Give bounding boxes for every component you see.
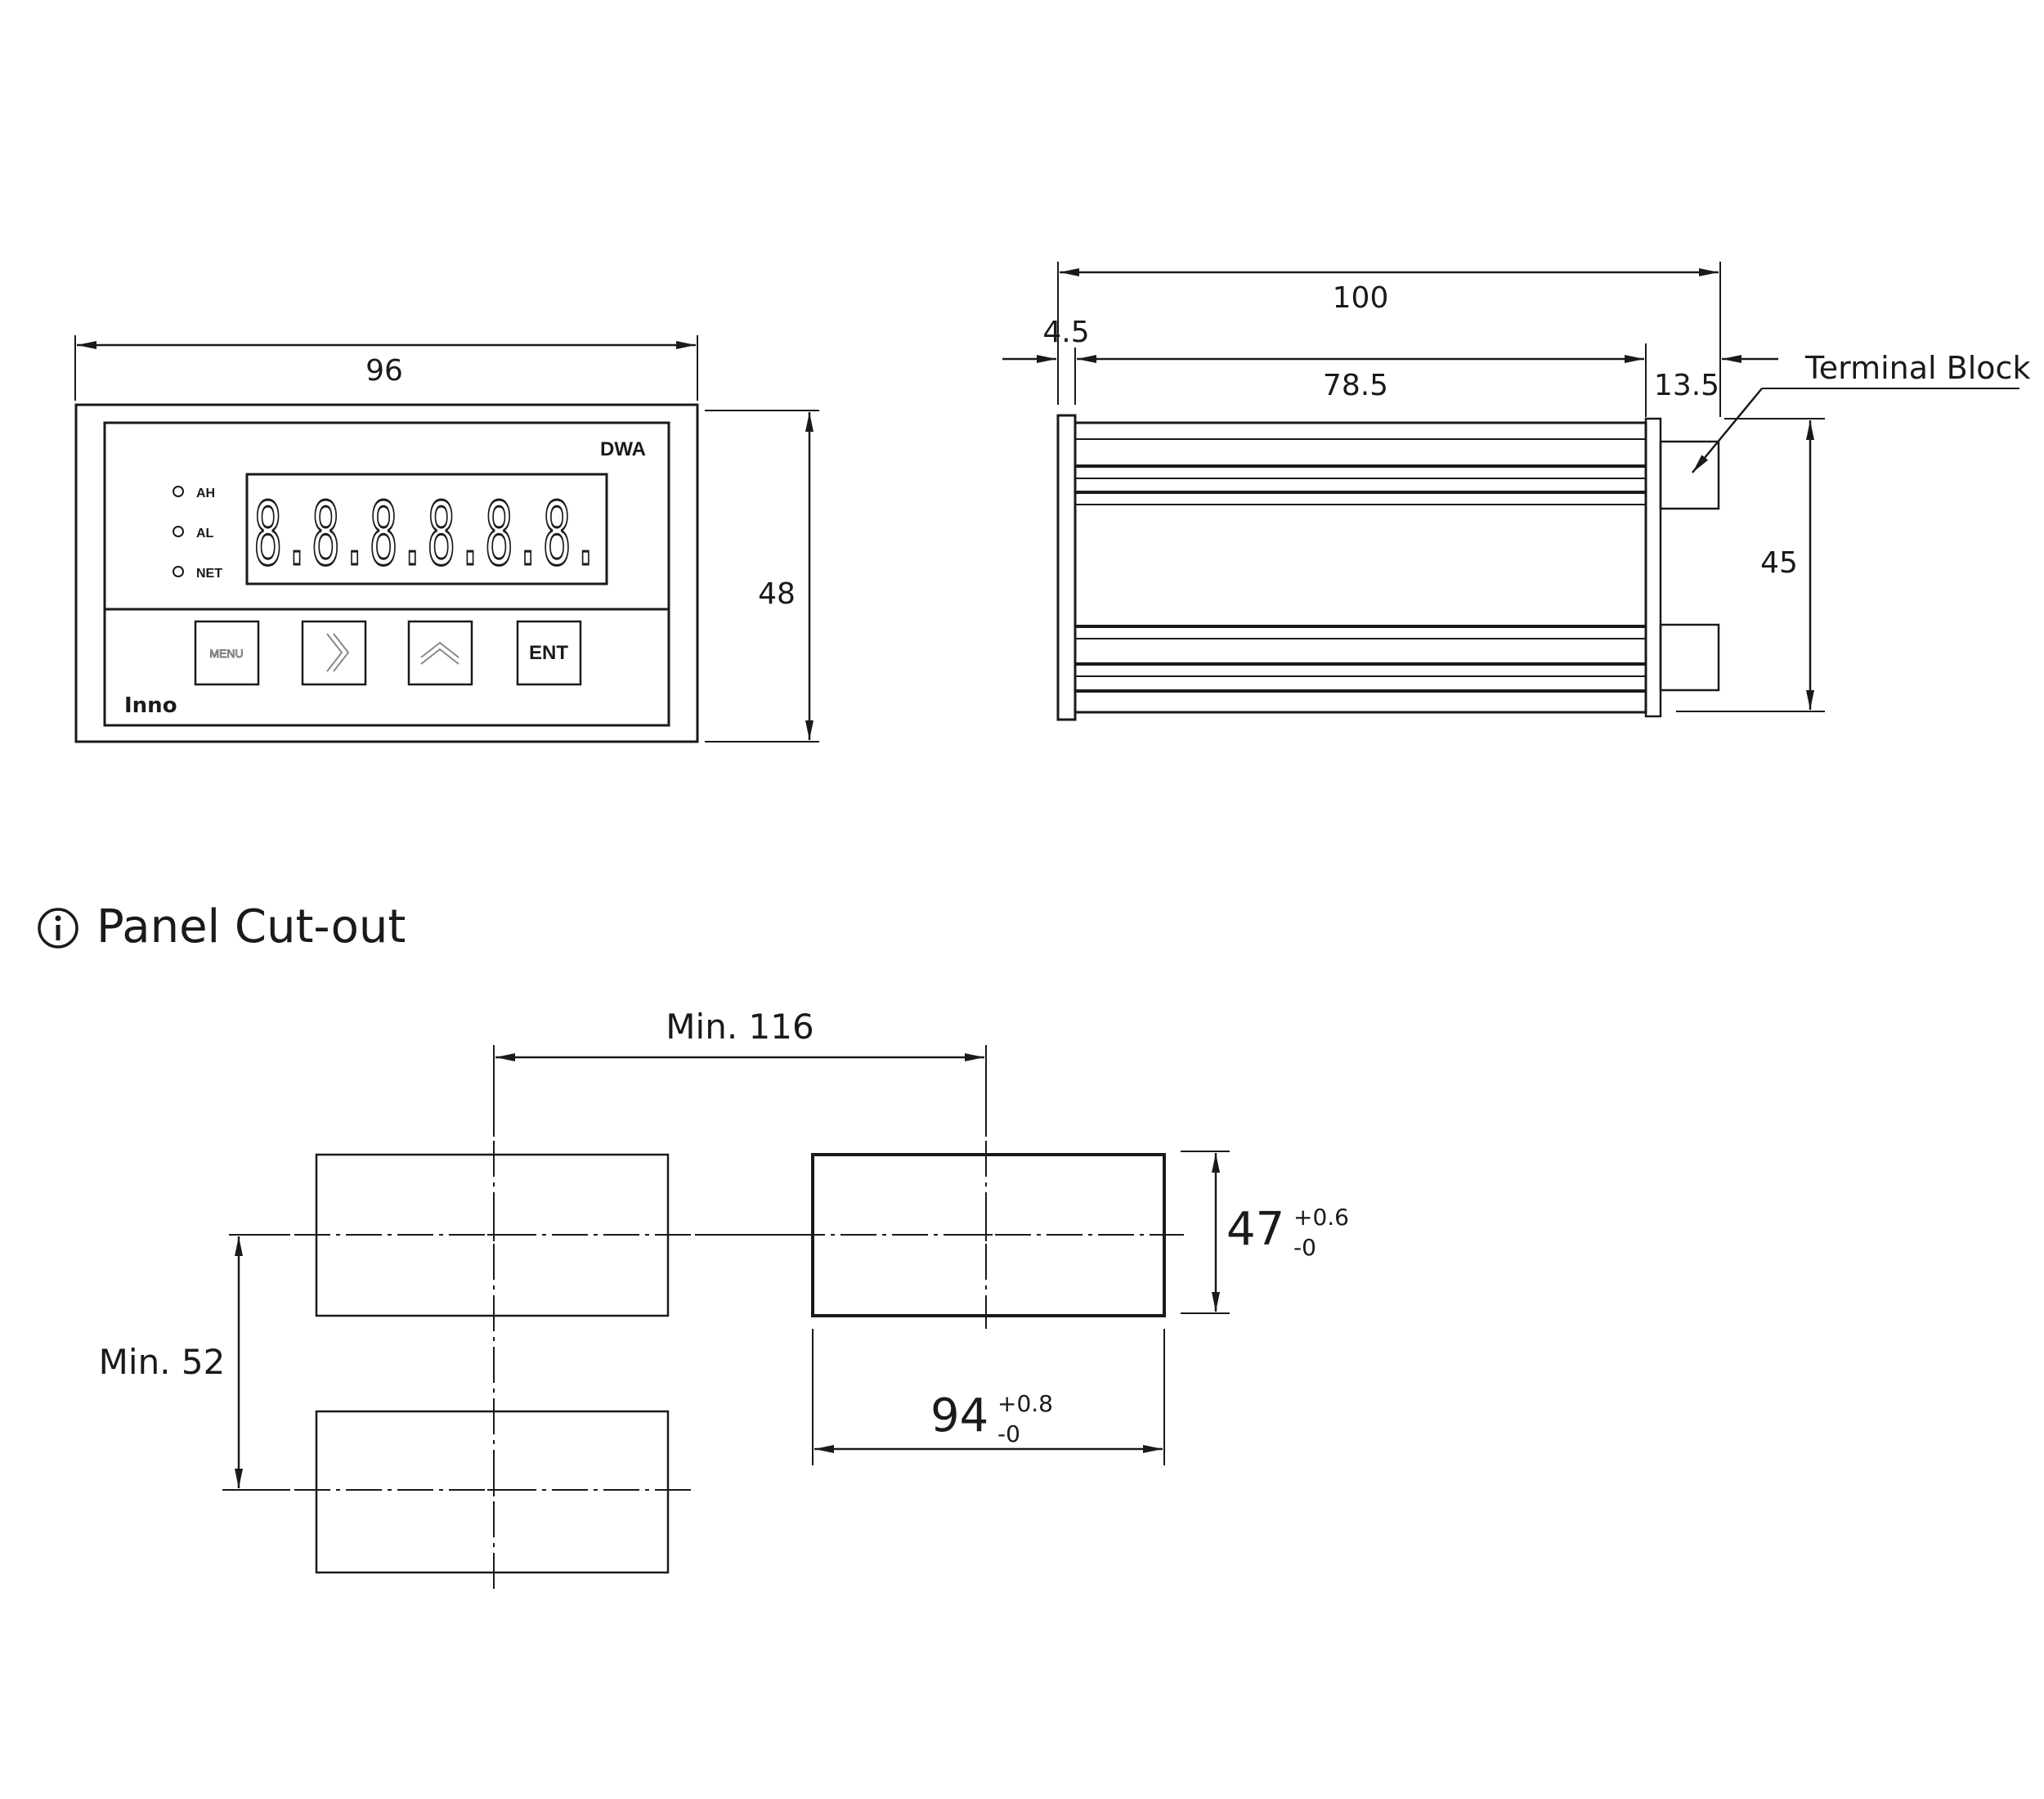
cutout-width-tol-plus: +0.8 [997, 1390, 1053, 1417]
center-marks [487, 1228, 993, 1496]
front-width-dimension: 96 [365, 354, 403, 388]
cutout-height-nominal: 47 [1226, 1203, 1284, 1256]
side-height-dimension: 45 [1760, 546, 1798, 580]
terminal-block-bottom [1659, 623, 1720, 692]
chevron-up-icon [420, 641, 459, 665]
min-vertical-pitch: Min. 52 [99, 1342, 226, 1382]
led-al-icon [173, 526, 184, 537]
cutout-width-tol-minus: -0 [997, 1420, 1020, 1447]
model-label: DWA [600, 438, 646, 460]
ent-button-label: ENT [529, 642, 568, 664]
overall-length-dimension: 100 [1333, 281, 1389, 315]
cutout-height-tol-minus: -0 [1293, 1234, 1316, 1261]
cutout-width-nominal: 94 [930, 1389, 988, 1442]
shift-button[interactable] [301, 620, 367, 686]
info-icon [38, 908, 78, 949]
led-ah-label: AH [196, 487, 215, 500]
menu-button[interactable] [194, 620, 260, 686]
led-net-icon [173, 566, 184, 577]
front-face [103, 421, 670, 727]
bezel-thickness-dimension: 4.5 [1042, 316, 1089, 349]
side-view: 100 4.5 78.5 13.5 Terminal Block [1002, 262, 2030, 721]
terminal-block-label: Terminal Block [1804, 350, 2030, 386]
terminal-leader-line [1692, 388, 1763, 473]
panel-cutout-section: Panel Cut-out Min. 116 Min. 52 [38, 900, 1349, 1595]
cutout-height-tol-plus: +0.6 [1293, 1204, 1349, 1231]
rear-flange [1644, 417, 1662, 718]
front-height-dimension: 48 [758, 577, 796, 611]
segment-display: 8.8.8.8.8.8. [253, 484, 600, 585]
chevron-right-icon [326, 633, 350, 672]
section-title: Panel Cut-out [96, 900, 406, 953]
side-bezel [1056, 414, 1077, 721]
housing-ribs [1075, 438, 1646, 693]
front-buttons: MENU ENT [194, 620, 582, 686]
display-window [245, 473, 608, 585]
terminal-block-top [1659, 440, 1720, 510]
menu-button-label: MENU [209, 647, 243, 660]
led-indicators: AH AL NET [173, 486, 222, 581]
min-horizontal-pitch: Min. 116 [666, 1007, 814, 1047]
up-button[interactable] [407, 620, 473, 686]
ent-button[interactable] [516, 620, 582, 686]
body-length-dimension: 78.5 [1323, 369, 1388, 402]
led-ah-icon [173, 486, 184, 497]
front-view: 96 DWA AH AL NET 8.8.8.8.8.8. MENU E [74, 335, 819, 743]
brand-logo: Inno [124, 693, 177, 718]
cutout-bottom-left [315, 1410, 670, 1574]
led-net-label: NET [196, 567, 222, 581]
terminal-length-dimension: 13.5 [1654, 369, 1719, 402]
front-bezel [74, 403, 699, 743]
led-al-label: AL [196, 527, 214, 541]
centerlines [294, 1141, 1184, 1595]
